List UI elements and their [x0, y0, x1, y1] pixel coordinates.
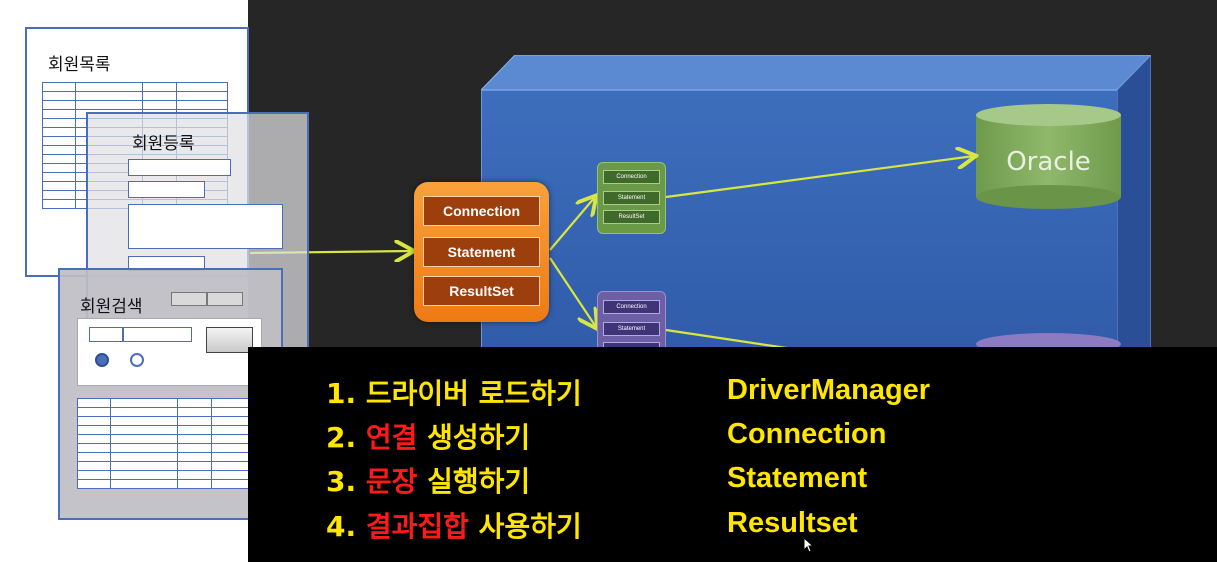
search-form-area	[77, 318, 262, 386]
arrow-to-green-connection	[549, 197, 595, 251]
api-resultset: Resultset	[727, 507, 858, 539]
statement-label: Statement	[423, 237, 540, 267]
step-4: 4. 결과집합 사용하기	[326, 505, 582, 545]
step-4-text: 사용하기	[478, 510, 582, 543]
member-search-document: 회원검색	[58, 268, 283, 520]
step-1-text: 드라이버 로드하기	[365, 377, 582, 410]
step-2: 2. 연결 생성하기	[326, 416, 530, 456]
radio-option-2[interactable]	[130, 353, 144, 367]
resultset-label: ResultSet	[423, 276, 540, 306]
register-field-1[interactable]	[128, 159, 231, 176]
steps-panel: 1. 드라이버 로드하기 2. 연결 생성하기 3. 문장 실행하기 4. 결과…	[248, 347, 1217, 562]
api-statement: Statement	[727, 462, 868, 494]
step-4-highlight: 결과집합	[365, 510, 469, 543]
search-option-button-2[interactable]	[207, 292, 243, 306]
step-2-highlight: 연결	[365, 421, 418, 454]
member-register-title: 회원등록	[132, 134, 195, 154]
search-input[interactable]	[89, 327, 192, 342]
jdbc-objects-purple: Connection Statement	[597, 291, 666, 348]
jdbc-objects-large: Connection Statement ResultSet	[414, 182, 549, 322]
purple-item-cut	[603, 342, 660, 348]
member-list-title: 회원목록	[48, 55, 111, 75]
step-3-number: 3.	[326, 465, 357, 498]
green-resultset-label: ResultSet	[603, 210, 660, 224]
step-3-text: 실행하기	[427, 465, 531, 498]
step-1: 1. 드라이버 로드하기	[326, 372, 582, 412]
oracle-label: Oracle	[1006, 147, 1091, 177]
second-database-top	[976, 333, 1121, 350]
mouse-cursor-icon	[803, 537, 815, 553]
api-connection: Connection	[727, 418, 887, 450]
search-button[interactable]	[206, 327, 253, 353]
radio-option-1[interactable]	[95, 353, 109, 367]
oracle-database: Oracle	[975, 103, 1122, 211]
green-connection-label: Connection	[603, 170, 660, 184]
connection-label: Connection	[423, 196, 540, 226]
step-3-highlight: 문장	[365, 465, 418, 498]
step-3: 3. 문장 실행하기	[326, 460, 530, 500]
api-driver-manager: DriverManager	[727, 374, 931, 406]
purple-connection-label: Connection	[603, 300, 660, 314]
register-field-3[interactable]	[128, 204, 283, 249]
register-field-2[interactable]	[128, 181, 205, 198]
step-2-number: 2.	[326, 421, 357, 454]
member-search-table	[77, 398, 262, 489]
green-statement-label: Statement	[603, 191, 660, 205]
arrow-to-oracle	[665, 156, 974, 199]
search-option-button-1[interactable]	[171, 292, 207, 306]
arrow-to-purple-connection	[549, 257, 596, 327]
arrow-to-second-db	[665, 328, 801, 352]
step-1-number: 1.	[326, 377, 357, 410]
purple-statement-label: Statement	[603, 322, 660, 336]
step-2-text: 생성하기	[427, 421, 531, 454]
member-search-title: 회원검색	[80, 297, 143, 317]
jdbc-objects-green: Connection Statement ResultSet	[597, 162, 666, 234]
search-input-divider	[122, 327, 124, 342]
step-4-number: 4.	[326, 510, 357, 543]
